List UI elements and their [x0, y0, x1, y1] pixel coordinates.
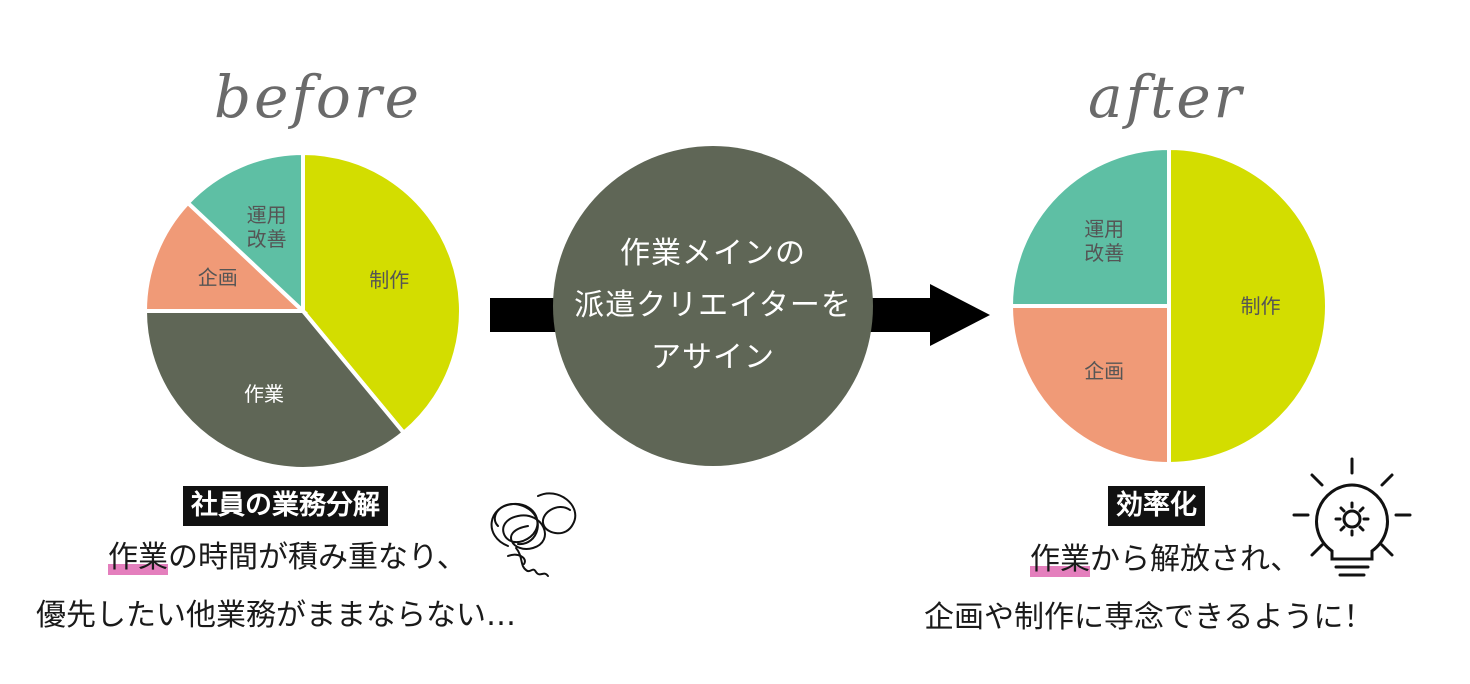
after-slice-label-0: 制作	[1241, 294, 1281, 318]
tangled-scribble-icon	[478, 486, 588, 590]
lightbulb-gear-icon	[1290, 455, 1414, 589]
before-slice-label-1: 作業	[244, 382, 284, 406]
after-caption-highlight: 作業	[1030, 542, 1090, 577]
assign-line-1: 作業メインの	[620, 236, 806, 271]
before-slice-label-0: 制作	[369, 268, 409, 292]
before-title: before	[214, 63, 422, 131]
before-slice-0	[301, 150, 463, 436]
after-pie-chart: 制作企画 運用改善	[1006, 143, 1332, 469]
after-caption-rest: から解放され、	[1090, 542, 1301, 577]
assign-line-3: アサイン	[651, 340, 775, 375]
after-caption-line2: 企画や制作に専念できるように！	[924, 600, 1374, 635]
after-slice-label-2: 運用改善	[1084, 217, 1124, 265]
before-slice-2	[142, 200, 309, 313]
before-caption-line1: 作業の時間が積み重なり、	[108, 538, 467, 578]
after-title: after	[1088, 63, 1245, 131]
before-slice-1	[142, 309, 407, 471]
before-caption-highlight: 作業	[108, 540, 168, 575]
before-pie-chart: 制作作業 企画運用改善	[140, 148, 466, 474]
before-slice-label-3: 運用改善	[247, 203, 287, 251]
after-slice-1	[1008, 304, 1171, 467]
after-slice-label-1: 企画	[1084, 359, 1124, 383]
before-tag: 社員の業務分解	[183, 486, 388, 526]
before-caption-line2: 優先したい他業務がままならない…	[36, 598, 516, 633]
before-slice-3	[184, 150, 305, 316]
after-slice-2	[1008, 145, 1171, 308]
after-tag: 効率化	[1108, 486, 1205, 526]
assign-line-2: 派遣クリエイターを	[574, 288, 852, 323]
before-slice-label-2: 企画	[198, 265, 238, 289]
after-slice-0	[1167, 145, 1329, 467]
before-caption-rest: の時間が積み重なり、	[168, 540, 467, 575]
assign-circle: 作業メインの 派遣クリエイターを アサイン	[553, 146, 873, 466]
after-caption-line1: 作業から解放され、	[1030, 540, 1300, 580]
